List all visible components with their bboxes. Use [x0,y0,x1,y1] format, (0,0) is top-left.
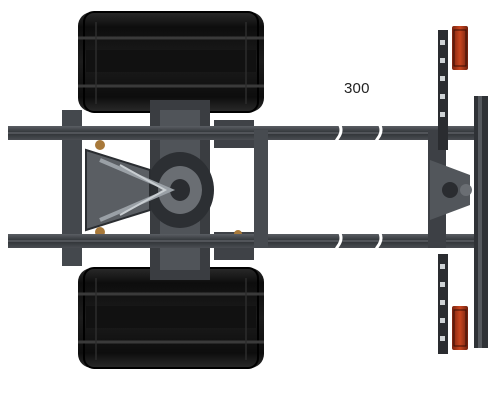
top-tire-assembly [78,11,264,113]
cross-members [254,130,472,248]
tail-lights [452,26,468,350]
dimension-label: 300 [344,80,370,97]
frame-rails [8,121,486,263]
bottom-tire-assembly [78,267,264,369]
rear-bumper [438,30,488,354]
